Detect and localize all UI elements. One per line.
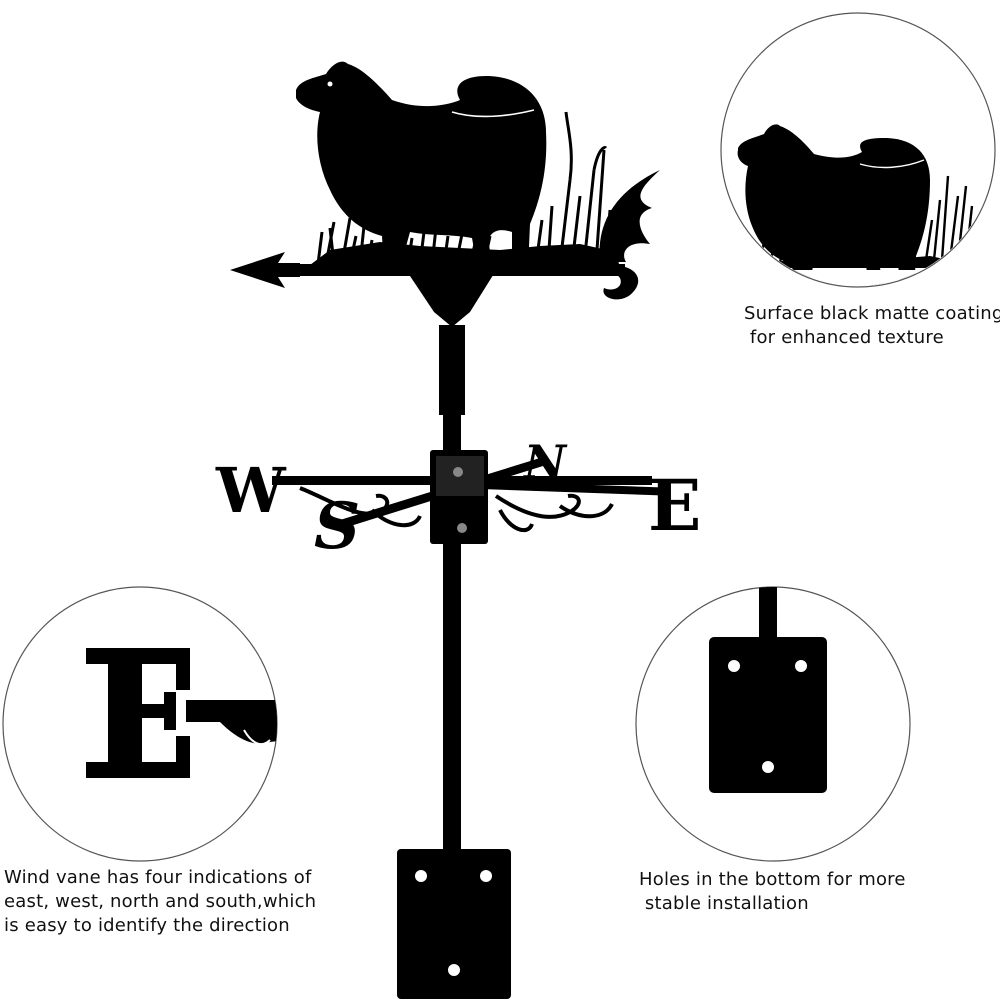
plate-hole [728, 660, 740, 672]
arm-scrollwork-detail [220, 722, 277, 744]
dog-back-highlight [859, 159, 925, 169]
pole-sleeve [439, 325, 465, 415]
arm-detail [186, 700, 277, 722]
screw-icon [457, 523, 467, 533]
dog-silhouette-icon [737, 124, 930, 286]
mounting-plate-icon [397, 849, 511, 999]
weathervane-product: W E N S [215, 61, 701, 999]
arm-scrollwork [299, 486, 614, 533]
detail-circle-coating [720, 12, 996, 288]
caption-directions: Wind vane has four indications of east, … [4, 867, 317, 936]
dog-eye [327, 81, 333, 87]
plate-hole [480, 870, 492, 882]
caption-coating: Surface black matte coating for enhanced… [744, 303, 1000, 348]
compass-north-letter: N [522, 435, 568, 489]
compass-east-letter-detail [86, 648, 190, 778]
plate-hole [448, 964, 460, 976]
arm-east-extra [469, 480, 661, 496]
plate-hole [415, 870, 427, 882]
compass-east-letter: E [648, 464, 701, 547]
screw-icon [453, 467, 463, 477]
detail-circle-holes [635, 586, 911, 862]
caption-holes: Holes in the bottom for more stable inst… [639, 869, 906, 914]
detail-circle-letter [2, 586, 278, 862]
dog-silhouette-icon [296, 61, 547, 272]
plate-hole [762, 761, 774, 773]
compass-south-letter: S [314, 489, 360, 564]
dog-back-highlight [451, 109, 535, 118]
compass-west-letter: W [215, 454, 287, 527]
arrow-tail-curl [600, 265, 639, 300]
dog-tail [599, 170, 660, 262]
arrow-head-icon [230, 252, 300, 288]
plate-hole [795, 660, 807, 672]
vane-pole-detail [759, 587, 777, 742]
vane-joint [402, 264, 500, 327]
